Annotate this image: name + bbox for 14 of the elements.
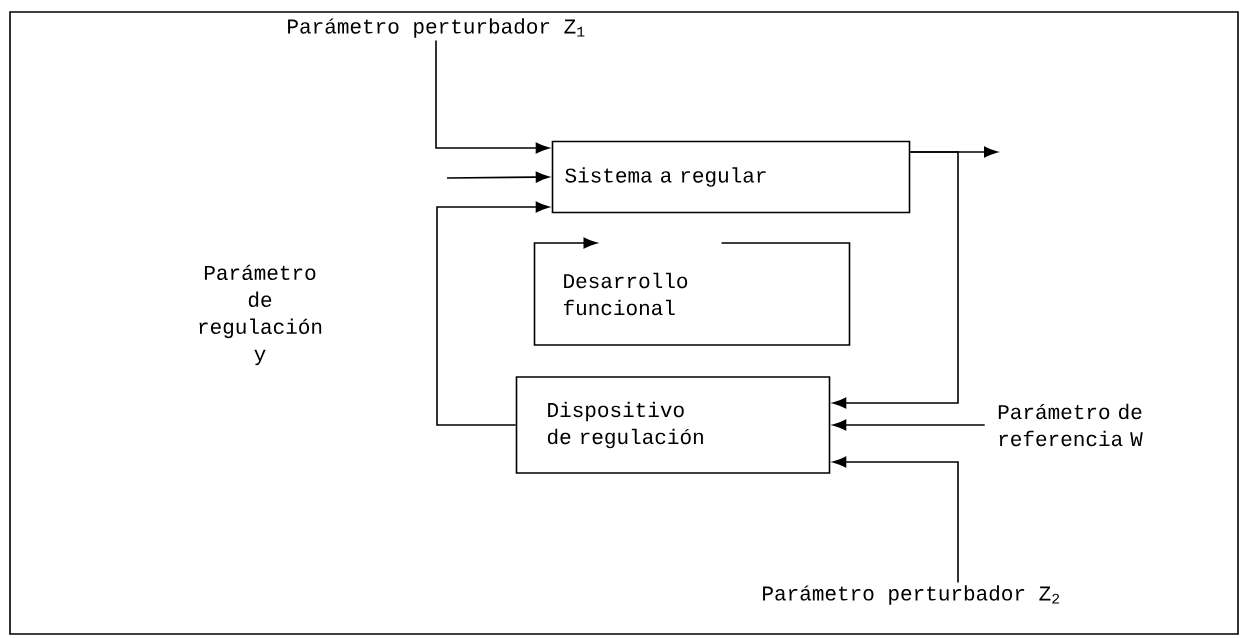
process-box: Dispositivo de regulación [515, 376, 831, 474]
parameter-label: Parámetro perturbador Z$_{1}$ [288, 18, 585, 38]
arrow [435, 39, 550, 154]
process-box: Sistema a regular [551, 140, 911, 214]
parameter-label: Parámetro de referencia W [998, 403, 1143, 447]
parameter-label: Parámetro perturbador Z$_{2}$ [763, 585, 1060, 605]
parameter-label: Parámetro de regulación y [199, 264, 322, 366]
arrow [446, 171, 550, 183]
arrow [436, 201, 550, 426]
node-label: Desarrollo funcional [563, 272, 688, 316]
arrow [832, 456, 959, 584]
process-box: Desarrollo funcional [533, 237, 851, 346]
arrow [832, 419, 986, 431]
arrow [832, 151, 959, 409]
